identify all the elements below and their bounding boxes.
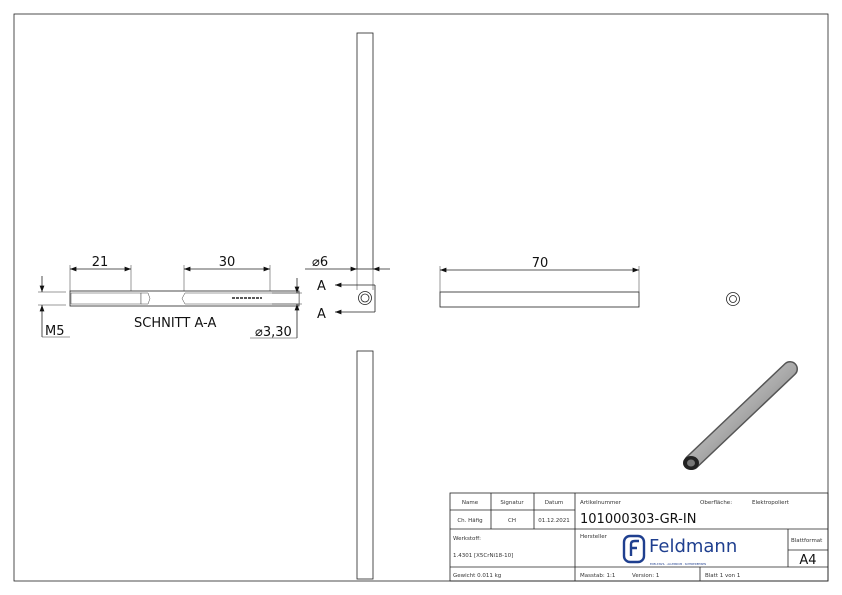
- dim-bore-length: 30: [219, 255, 236, 270]
- sheet-number: Blatt 1 von 1: [705, 573, 740, 579]
- dim-diameter: ⌀6: [312, 255, 328, 270]
- name-value: Ch. Häfig: [457, 518, 482, 524]
- scale: Masstab: 1:1: [580, 573, 615, 579]
- dim-length: 70: [532, 256, 549, 271]
- surface-label: Oberfläche:: [700, 500, 732, 506]
- surface-value: Elektropoliert: [752, 500, 790, 506]
- dim-bore-diameter: ⌀3,30: [255, 325, 292, 340]
- end-view: ⌀6 A A: [305, 32, 390, 580]
- dim-thread-length: 21: [92, 255, 109, 270]
- sheet-format-value: A4: [799, 553, 816, 568]
- section-marker-bottom: A: [317, 307, 326, 322]
- isometric-tube-view: [683, 361, 798, 470]
- title-block: Name Signatur Datum Ch. Häfig CH 01.12.2…: [449, 492, 829, 582]
- logo-tagline: EDELSTAHL · ALUMINIUM · SCHMIEDEEISEN: [650, 562, 706, 566]
- feldmann-logo: Feldmann EDELSTAHL · ALUMINIUM · SCHMIED…: [622, 534, 737, 566]
- signature-value: CH: [508, 518, 516, 524]
- cutting-plane-bar-top: [356, 32, 374, 270]
- section-view: 21 30 M5 SCHNITT A-A ⌀3,30: [38, 255, 302, 340]
- section-marker-top: A: [317, 279, 326, 294]
- version: Version: 1: [632, 573, 659, 579]
- cutting-plane-bar-bottom: [356, 350, 374, 580]
- article-label: Artikelnummer: [580, 500, 622, 506]
- manufacturer-label: Hersteller: [580, 534, 608, 540]
- sheet-border: [13, 13, 829, 582]
- material-label: Werkstoff:: [453, 536, 481, 542]
- material-value: 1.4301 [X5CrNi18-10]: [453, 553, 513, 559]
- logo-text: Feldmann: [649, 536, 737, 557]
- article-number: 101000303-GR-IN: [580, 512, 696, 527]
- end-view-small: [726, 292, 740, 306]
- signature-header: Signatur: [500, 500, 524, 506]
- weight: Gewicht 0.011 kg: [453, 573, 501, 579]
- date-header: Datum: [545, 500, 564, 506]
- name-header: Name: [462, 500, 479, 506]
- thread-label: M5: [45, 324, 65, 339]
- side-view: 70: [439, 256, 640, 308]
- sheet-format-label: Blattformat: [791, 538, 823, 544]
- date-value: 01.12.2021: [538, 518, 570, 524]
- section-label: SCHNITT A-A: [134, 316, 216, 331]
